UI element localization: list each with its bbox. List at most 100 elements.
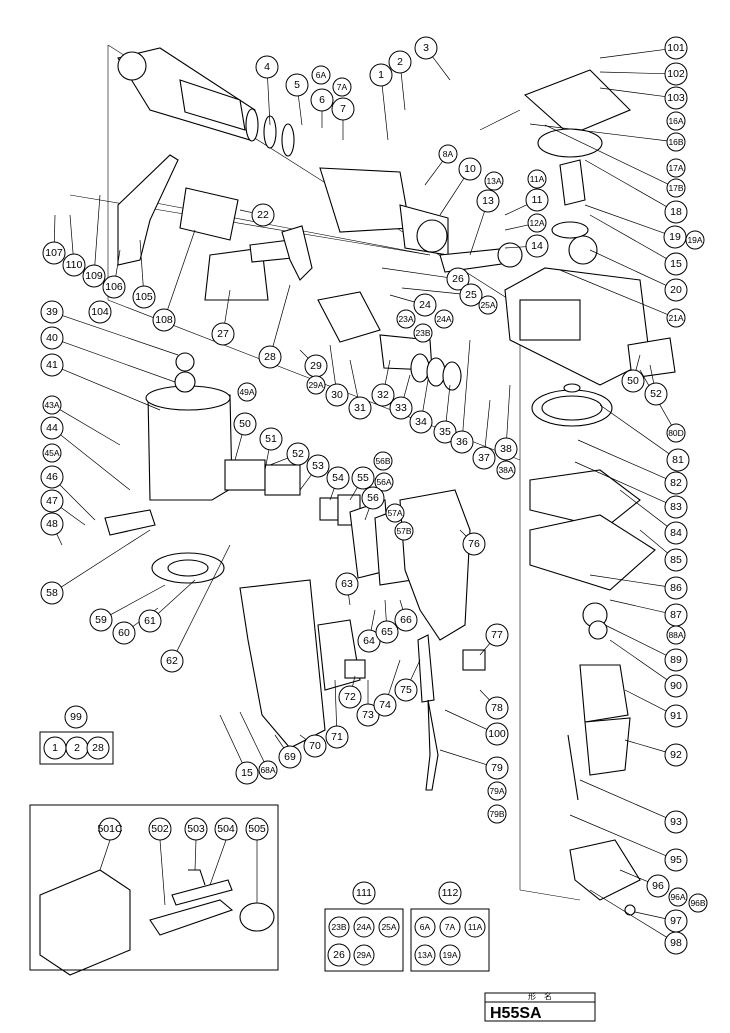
leader-line-43a [59,409,121,446]
leader-line-18 [584,159,667,207]
callout-circle [664,576,688,600]
callout-circle [40,489,64,513]
callout-label: 60 [118,627,130,639]
callout-63: 63 [335,572,359,596]
callout-circle [664,743,688,767]
callout-set-112-item-13a: 13A [414,944,436,966]
callout-label: 106 [105,281,123,293]
callout-label: 90 [670,680,682,692]
callout-10: 10 [458,157,482,181]
callout-22: 22 [251,203,275,227]
leader-line-35 [445,384,451,422]
callout-label: 89 [670,654,682,666]
callout-label: 81 [672,454,684,466]
callout-25: 25 [459,283,483,307]
callout-79a: 79A [487,781,507,801]
callout-label: 62 [166,655,178,667]
leader-line-71 [334,679,337,727]
callout-12a: 12A [527,213,547,233]
callout-label: 76 [468,538,480,550]
callout-circle [644,382,668,406]
leader-line-acc-503 [194,839,197,871]
callout-circle [326,466,350,490]
leader-line-30 [329,344,336,385]
callout-label: 19A [442,950,457,960]
callout-set-112-head: 112 [438,881,462,905]
callout-label: 63 [341,578,353,590]
callout-label: 34 [415,416,427,428]
leader-line-107 [53,214,56,243]
callout-37: 37 [472,446,496,470]
callout-circle [42,241,66,265]
callout-label: 7A [337,82,348,92]
callout-circle [527,213,547,233]
callout-31: 31 [348,396,372,420]
callout-56: 56 [361,486,385,510]
leader-line-32 [384,359,391,385]
callout-circle [214,817,238,841]
callout-label: 55 [357,472,369,484]
callout-27: 27 [211,322,235,346]
callout-label: 8A [443,149,454,159]
callout-73: 73 [356,703,380,727]
callout-20: 20 [664,278,688,302]
set-111-box [324,908,404,972]
leader-line-106 [115,249,121,277]
callout-label: 101 [667,42,685,54]
leader-line-5 [298,95,303,126]
callout-accessory-505: 505 [245,817,269,841]
callout-label: 50 [239,418,251,430]
accessory-box [29,804,279,971]
leader-line-86 [589,574,666,587]
leader-line-52b [269,457,288,466]
callout-26: 26 [446,267,470,291]
callout-label: 108 [155,314,173,326]
callout-circle [664,62,688,86]
callout-circle [434,309,454,329]
callout-circle [621,369,645,393]
callout-30: 30 [325,383,349,407]
callout-label: 46 [46,471,58,483]
leader-line-41 [62,368,161,411]
callout-label: 86 [670,582,682,594]
callout-label: 112 [442,887,459,899]
callout-label: 35 [439,426,451,438]
callout-circle [666,448,690,472]
callout-circle [62,253,86,277]
leader-line-92 [624,739,666,753]
leader-line-acc-504 [209,839,227,886]
callout-circle [235,761,259,785]
callout-circle [664,86,688,110]
callout-109: 109 [82,264,106,288]
callout-label: 95 [670,854,682,866]
callout-50: 50 [621,369,645,393]
leader-line-101 [599,49,666,59]
leader-line-70 [299,734,307,740]
leader-line-81 [599,404,670,454]
callout-circle [310,88,334,112]
accessory-case [39,869,275,976]
cord-and-plug [317,619,486,791]
callout-circle [306,375,326,395]
callout-circle [664,200,688,224]
callout-label: 48 [46,518,58,530]
leader-line-1 [381,85,389,141]
callout-label: 96B [690,898,705,908]
callout-circle [42,443,62,463]
handle-cover [239,579,326,749]
callout-label: 45A [44,448,59,458]
callout-48: 48 [40,512,64,536]
callout-107: 107 [42,241,66,265]
callout-label: 68A [260,765,275,775]
model-box: 形 名 H55SA [484,991,596,1022]
callout-label: 2 [74,742,80,754]
callout-53: 53 [306,454,330,478]
callout-label: 25A [480,300,495,310]
model-name: H55SA [490,1005,542,1022]
callout-circle [485,756,509,780]
callout-103: 103 [664,86,688,110]
callout-circle [259,427,283,451]
callout-circle [102,275,126,299]
callout-circle [82,264,106,288]
callout-38: 38 [494,437,518,461]
